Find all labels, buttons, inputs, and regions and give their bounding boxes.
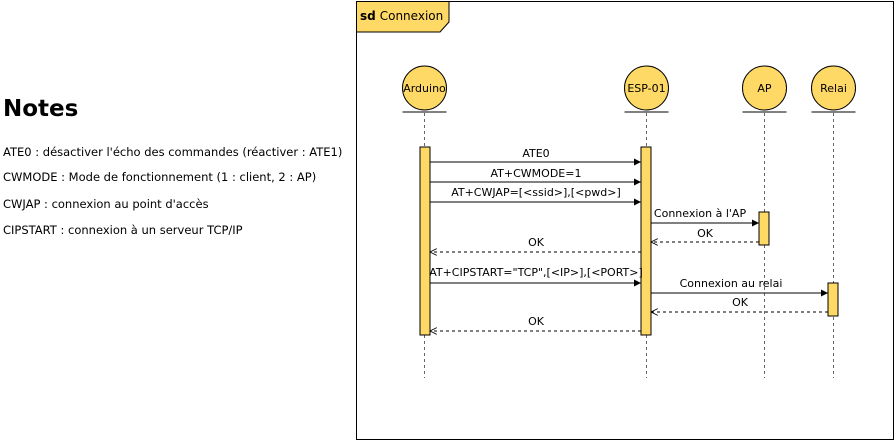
note-cwmode: CWMODE : Mode de fonctionnement (1 : cli… [3, 170, 317, 184]
activation-arduino [419, 146, 431, 336]
message-label-cipstart: AT+CIPSTART="TCP",[<IP>],[<PORT>] [429, 266, 643, 279]
participant-ap: AP [742, 65, 787, 113]
message-label-cwmode: AT+CWMODE=1 [491, 167, 582, 180]
message-label-ok-relai: OK [732, 296, 749, 309]
note-cwjap: CWJAP : connexion au point d'accès [3, 197, 209, 211]
sequence-frame [356, 1, 894, 440]
activation-relai [827, 282, 839, 317]
participant-arduino: Arduino [402, 65, 447, 113]
frame-title: sd Connexion [360, 9, 443, 23]
activation-esp01 [640, 146, 652, 336]
message-label-ok-ap: OK [697, 227, 714, 240]
participant-esp01-label: ESP-01 [627, 82, 665, 95]
message-label-connexion-ap: Connexion à l'AP [654, 207, 747, 220]
participant-relai-label: Relai [820, 82, 847, 95]
participant-arduino-label: Arduino [403, 82, 446, 95]
message-label-cwjap: AT+CWJAP=[<ssid>],[<pwd>] [451, 186, 621, 199]
note-ate0: ATE0 : désactiver l'écho des commandes (… [3, 145, 343, 159]
frame-tab [356, 1, 450, 33]
activation-ap [758, 211, 770, 246]
frame-name: Connexion [380, 9, 444, 23]
frame-keyword: sd [360, 9, 376, 23]
notes-title: Notes [3, 96, 79, 122]
message-label-ok-esp-2: OK [528, 315, 545, 328]
message-label-connexion-relai: Connexion au relai [680, 277, 783, 290]
message-label-ok-esp-1: OK [528, 236, 545, 249]
participant-ap-label: AP [757, 82, 772, 95]
participant-esp01: ESP-01 [624, 65, 669, 113]
note-cipstart: CIPSTART : connexion à un serveur TCP/IP [3, 223, 243, 237]
participant-relai: Relai [811, 65, 856, 113]
message-label-ate0: ATE0 [522, 147, 549, 160]
